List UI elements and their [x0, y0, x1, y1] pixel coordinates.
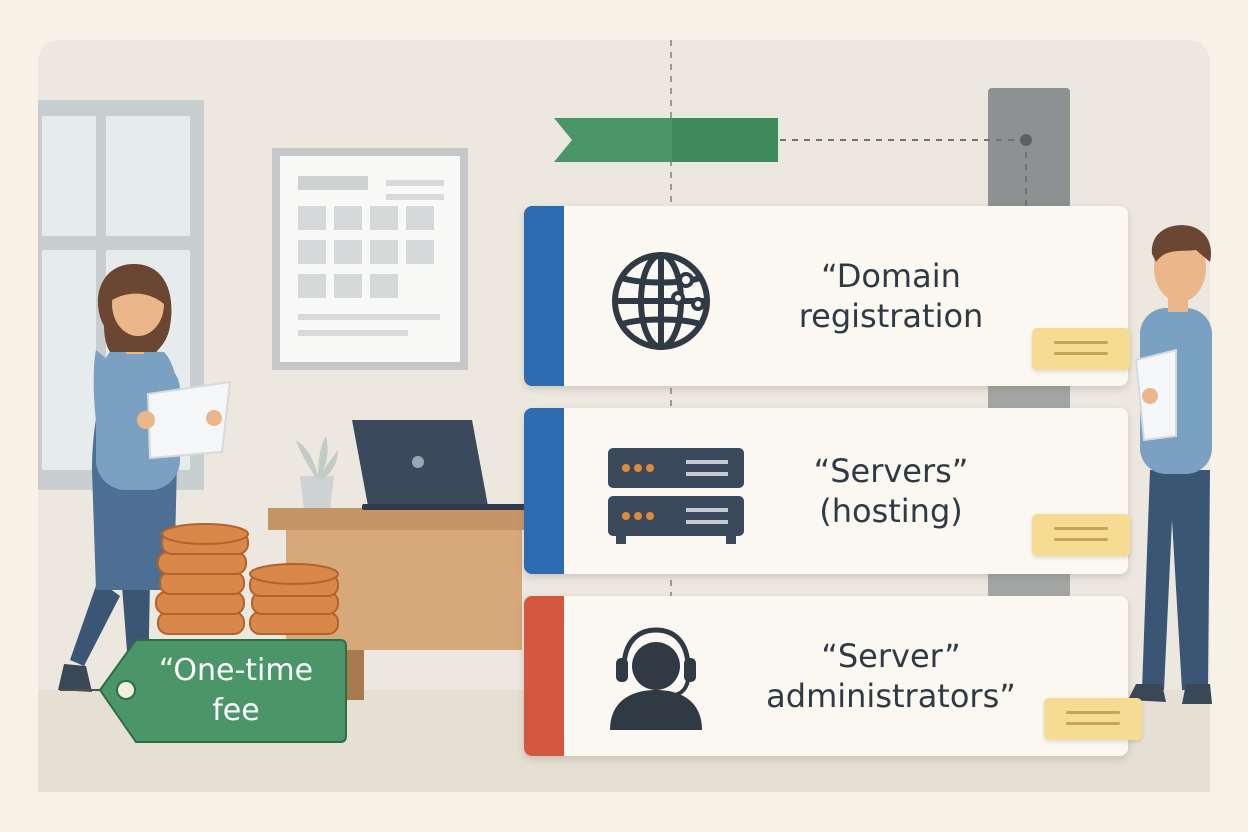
server-icon [608, 448, 744, 544]
green-ribbon-flag [554, 118, 778, 162]
laptop [352, 420, 526, 510]
one-time-fee-label: “One-time fee [158, 653, 314, 728]
card-label: “Server” administrators” [766, 637, 1016, 715]
card-servers-hosting[interactable]: “Servers” (hosting) [524, 408, 1128, 574]
man-holding-document [1128, 225, 1212, 704]
price-tag [60, 639, 347, 743]
card-label: “Servers” (hosting) [813, 452, 969, 530]
sticky-note [1044, 698, 1142, 740]
card-accent-bar [524, 596, 564, 756]
wall-chart-board [272, 148, 468, 370]
card-domain-registration[interactable]: “Domain registration [524, 206, 1128, 386]
globe-icon [612, 252, 710, 350]
headset-support-icon [610, 627, 702, 730]
coin-stacks [155, 523, 339, 635]
card-accent-bar [524, 206, 564, 386]
card-accent-bar [524, 408, 564, 574]
card-server-administrators[interactable]: “Server” administrators” [524, 596, 1128, 756]
potted-plant [296, 436, 338, 510]
sticky-note [1032, 328, 1130, 370]
card-label: “Domain registration [798, 257, 984, 335]
sticky-note [1032, 514, 1130, 556]
